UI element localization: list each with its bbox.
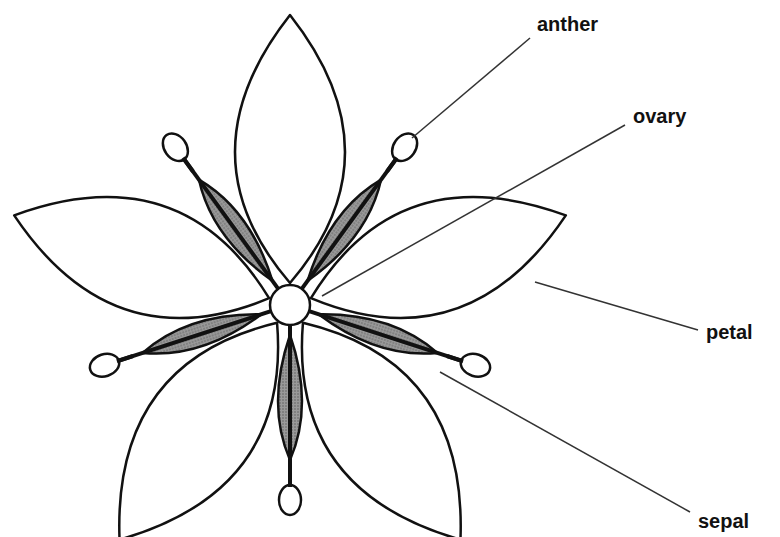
part-label: anther (537, 14, 598, 34)
petals (0, 15, 583, 537)
anthers (87, 129, 493, 515)
leader-lines (322, 38, 698, 512)
part-label: sepal (698, 511, 749, 531)
ovary (270, 285, 310, 325)
filament-tips (117, 158, 463, 487)
part-label: petal (706, 322, 753, 342)
part-label: ovary (633, 106, 686, 126)
